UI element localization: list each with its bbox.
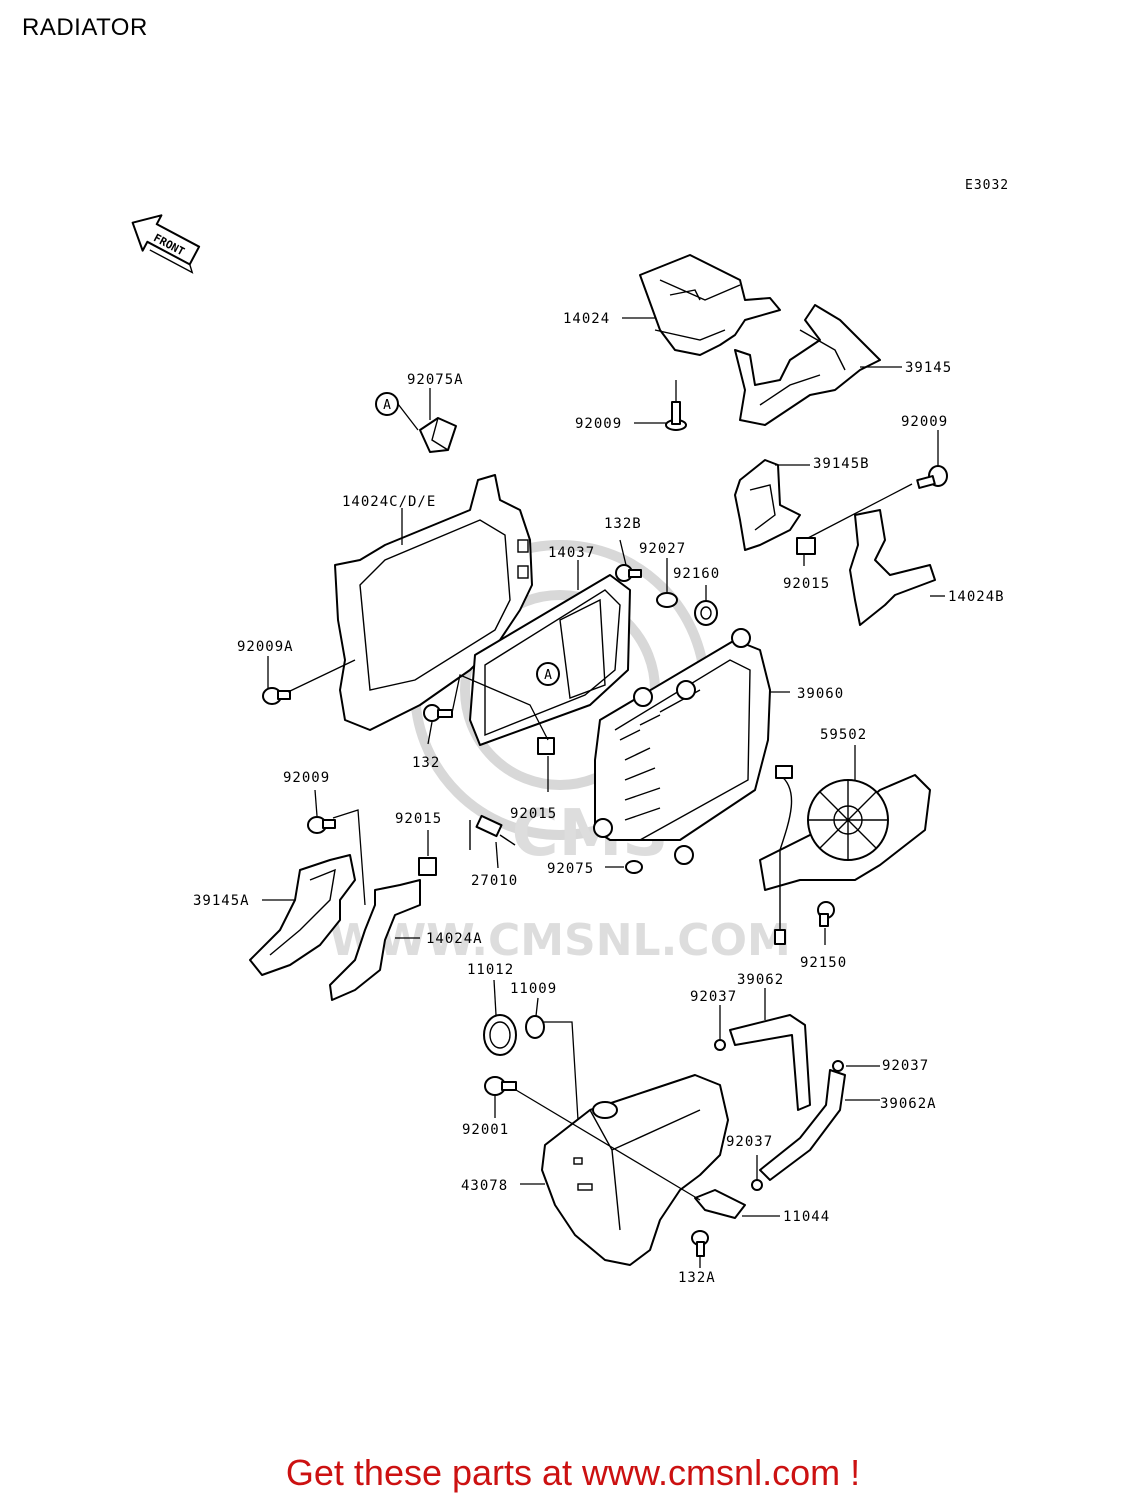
part-59502-fan xyxy=(759,765,931,945)
label-27010: 27010 xyxy=(471,873,518,889)
part-14024A-bracket xyxy=(329,879,421,1001)
label-39062A: 39062A xyxy=(880,1096,937,1112)
ref-marker-a-mid-label: A xyxy=(544,668,552,683)
part-92009-bolt-right xyxy=(916,465,948,489)
part-92075-damper xyxy=(625,860,643,874)
label-39145: 39145 xyxy=(905,360,952,376)
label-92037-top: 92037 xyxy=(690,989,737,1005)
ref-marker-a-mid: A xyxy=(536,662,560,686)
part-92001-bolt xyxy=(484,1076,517,1096)
part-92150-bolt xyxy=(817,901,835,927)
part-39060-radiator xyxy=(593,628,771,865)
label-132: 132 xyxy=(412,755,440,771)
part-132-bolt xyxy=(423,704,453,722)
page-title: RADIATOR xyxy=(22,14,148,41)
part-11012-cap xyxy=(483,1014,517,1056)
label-92160: 92160 xyxy=(673,566,720,582)
label-92015-right: 92015 xyxy=(783,576,830,592)
label-92015-left: 92015 xyxy=(395,811,442,827)
exploded-parts-diagram: CMS WWW.CMSNL.COM FRONT xyxy=(131,214,1005,1286)
label-92027: 92027 xyxy=(639,541,686,557)
label-132A: 132A xyxy=(678,1270,716,1286)
label-92075A: 92075A xyxy=(407,372,464,388)
label-39145A: 39145A xyxy=(193,893,250,909)
label-92150: 92150 xyxy=(800,955,847,971)
part-43078-reservoir xyxy=(541,1074,729,1266)
part-92037-clamp-bottom xyxy=(751,1179,763,1191)
part-11044-bracket xyxy=(694,1189,746,1219)
label-39145B: 39145B xyxy=(813,456,870,472)
part-132B-bolt xyxy=(615,564,642,582)
label-14024A: 14024A xyxy=(426,931,483,947)
label-11009: 11009 xyxy=(510,981,557,997)
label-132B: 132B xyxy=(604,516,642,532)
label-11044: 11044 xyxy=(783,1209,830,1225)
part-92009-bolt-left xyxy=(307,816,336,834)
part-27010-switch xyxy=(469,814,516,850)
label-92037-right: 92037 xyxy=(882,1058,929,1074)
label-39062: 39062 xyxy=(737,972,784,988)
label-39060: 39060 xyxy=(797,686,844,702)
label-14024B: 14024B xyxy=(948,589,1005,605)
part-92015-clip-left xyxy=(418,857,437,876)
part-39145A-cover xyxy=(249,854,356,976)
leader-lines xyxy=(262,317,945,1268)
part-92027-collar xyxy=(656,592,678,608)
part-14037-screen xyxy=(469,574,631,746)
label-92001: 92001 xyxy=(462,1122,509,1138)
part-92037-clamp-top xyxy=(714,1039,726,1051)
diagram-code: E3032 xyxy=(965,178,1010,193)
label-92009-top: 92009 xyxy=(575,416,622,432)
label-14024CDE: 14024C/D/E xyxy=(342,494,436,510)
part-39062-hose xyxy=(729,1014,811,1111)
footer-link[interactable]: Get these parts at www.cmsnl.com ! xyxy=(285,1452,861,1493)
part-39145-cover xyxy=(734,304,881,426)
ref-marker-a-top: A xyxy=(375,392,399,416)
part-92015-clip-mid xyxy=(537,737,555,755)
footer-banner: Get these parts at www.cmsnl.com ! xyxy=(0,1452,1146,1494)
part-39145B-bracket xyxy=(734,459,801,551)
part-14024B-bracket xyxy=(849,509,936,626)
label-92075: 92075 xyxy=(547,861,594,877)
label-92009-right: 92009 xyxy=(901,414,948,430)
part-11009-gasket xyxy=(525,1015,545,1039)
label-92009-left: 92009 xyxy=(283,770,330,786)
part-14024-bracket xyxy=(639,254,781,356)
part-labels: 14024 39145 92075A 92009 92009 39145B 14… xyxy=(193,311,1005,1286)
label-14024: 14024 xyxy=(563,311,610,327)
label-43078: 43078 xyxy=(461,1178,508,1194)
label-11012: 11012 xyxy=(467,962,514,978)
part-92037-clamp-right xyxy=(832,1060,844,1072)
label-92037-bottom: 92037 xyxy=(726,1134,773,1150)
part-92015-clip-right xyxy=(796,537,816,555)
part-92009-bolt-top xyxy=(665,401,687,431)
label-92009A: 92009A xyxy=(237,639,294,655)
front-arrow-shadow xyxy=(149,249,194,274)
front-arrow-icon xyxy=(131,214,201,266)
part-92009A-bolt xyxy=(262,687,291,705)
part-39062A-hose xyxy=(759,1069,846,1181)
part-14024CDE-shroud xyxy=(334,474,533,731)
front-arrow: FRONT xyxy=(131,214,201,274)
label-14037: 14037 xyxy=(548,545,595,561)
part-132A-bolt xyxy=(691,1230,709,1257)
part-92075A-rubber xyxy=(419,417,457,453)
label-92015-mid: 92015 xyxy=(510,806,557,822)
watermark-text: WWW.CMSNL.COM xyxy=(329,915,791,966)
label-59502: 59502 xyxy=(820,727,867,743)
ref-marker-a-label: A xyxy=(383,398,391,413)
part-92160-grommet xyxy=(694,600,718,626)
